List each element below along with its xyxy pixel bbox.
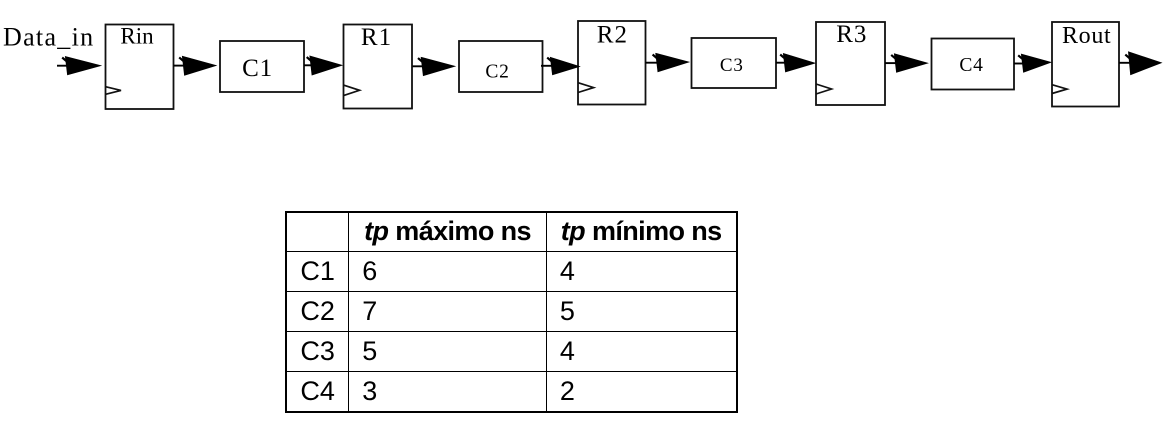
svg-text:Rin: Rin xyxy=(120,24,154,49)
svg-text:C2: C2 xyxy=(485,61,509,82)
svg-text:R3: R3 xyxy=(836,21,867,48)
svg-text:C4: C4 xyxy=(959,55,983,76)
svg-text:Data_in: Data_in xyxy=(3,22,94,51)
svg-text:Rout: Rout xyxy=(1062,23,1111,49)
svg-text:R2: R2 xyxy=(597,22,628,49)
svg-text:C3: C3 xyxy=(720,55,744,76)
svg-text:R1: R1 xyxy=(361,24,392,51)
svg-text:C1: C1 xyxy=(242,55,273,82)
